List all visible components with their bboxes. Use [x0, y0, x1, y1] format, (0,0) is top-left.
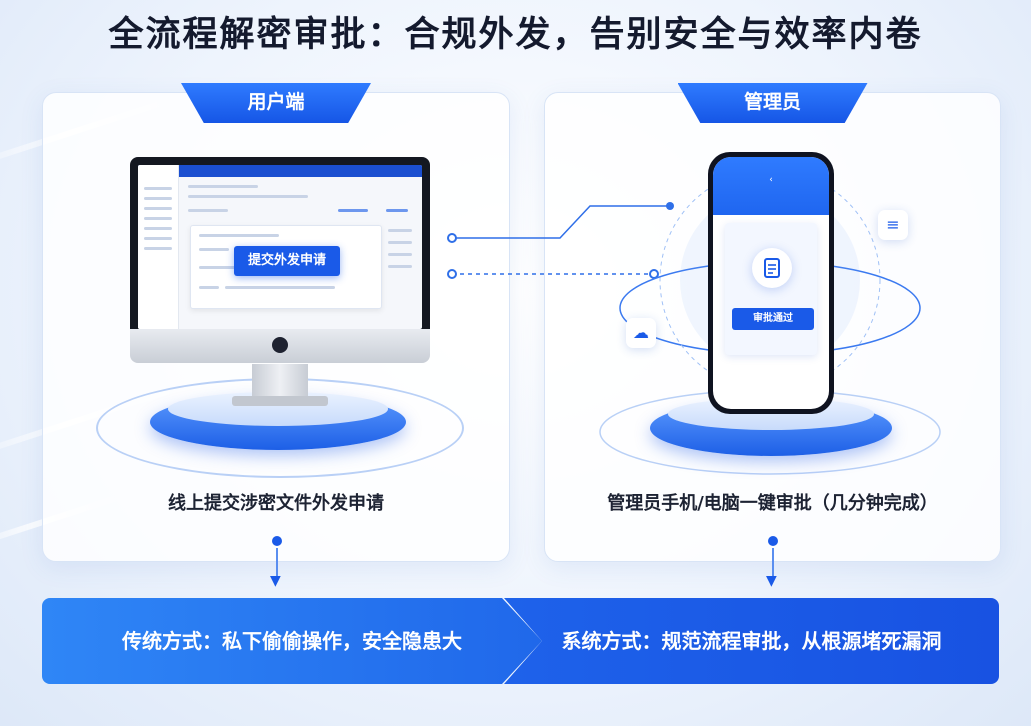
- app-text-line: [144, 197, 172, 200]
- user-tab: 用户端: [181, 83, 371, 123]
- phone-header-title: ‹: [769, 175, 773, 185]
- user-caption: 线上提交涉密文件外发申请: [168, 493, 384, 514]
- admin-caption: 管理员手机/电脑一键审批（几分钟完成）: [607, 493, 938, 514]
- app-text-line: [386, 209, 408, 212]
- app-text-line: [388, 265, 412, 268]
- app-text-line: [199, 286, 219, 289]
- page-title: 全流程解密审批：合规外发，告别安全与效率内卷: [108, 15, 923, 55]
- list-icon: ≡: [878, 210, 908, 240]
- down-arrow-icon: ▼: [766, 573, 777, 589]
- app-text-line: [144, 187, 172, 190]
- arrow-stem: [772, 548, 774, 578]
- app-text-line: [188, 195, 308, 198]
- app-text-line: [144, 247, 172, 250]
- submit-request-button[interactable]: 提交外发申请: [234, 246, 340, 276]
- system-method-banner: 系统方式：规范流程审批，从根源堵死漏洞: [504, 598, 999, 684]
- app-text-line: [144, 237, 172, 240]
- apple-logo-icon: [272, 337, 288, 353]
- arrow-dot: [272, 536, 282, 546]
- phone-card: [725, 223, 817, 355]
- traditional-method-banner: 传统方式：私下偷偷操作，安全隐患大: [42, 598, 542, 684]
- app-text-line: [388, 229, 412, 232]
- phone-header: ‹: [713, 157, 829, 215]
- cloud-icon: ☁: [626, 318, 656, 348]
- arrow-stem: [276, 548, 278, 578]
- app-topbar: [138, 165, 422, 177]
- app-text-line: [388, 253, 412, 256]
- monitor-stand-foot: [232, 396, 328, 406]
- app-text-line: [199, 248, 229, 251]
- app-text-line: [144, 207, 172, 210]
- monitor-stand-neck: [252, 364, 308, 400]
- down-arrow-icon: ▼: [270, 573, 281, 589]
- connector-node: [649, 269, 659, 279]
- app-text-line: [144, 217, 172, 220]
- app-text-line: [338, 209, 368, 212]
- connector-node: [666, 202, 674, 210]
- arrow-dot: [768, 536, 778, 546]
- approve-button[interactable]: 审批通过: [732, 308, 814, 330]
- admin-tab: 管理员: [677, 83, 868, 123]
- connector-line-top: [452, 205, 670, 239]
- connector-lines: [447, 202, 674, 279]
- app-text-line: [188, 209, 228, 212]
- connector-node: [447, 269, 457, 279]
- connector-node: [447, 233, 457, 243]
- app-text-line: [225, 286, 335, 289]
- app-text-line: [188, 185, 258, 188]
- app-text-line: [199, 266, 239, 269]
- app-text-line: [199, 234, 279, 237]
- app-text-line: [388, 241, 412, 244]
- orbit-circle: [659, 169, 881, 391]
- app-text-line: [144, 227, 172, 230]
- document-icon: [752, 248, 792, 288]
